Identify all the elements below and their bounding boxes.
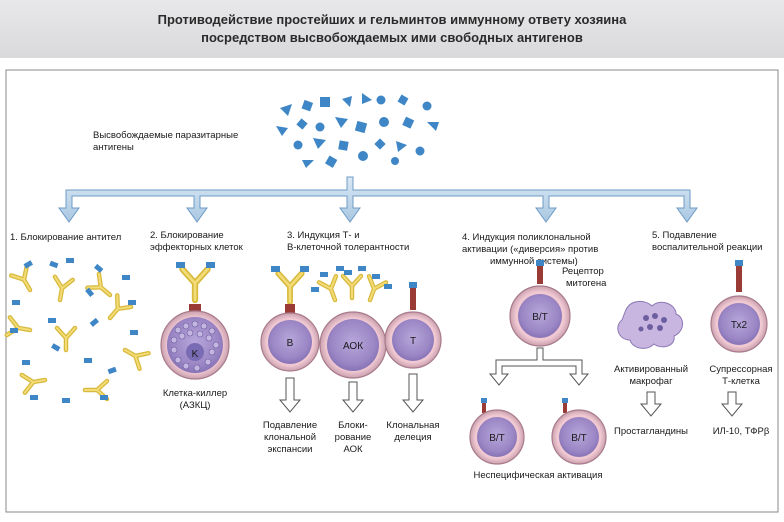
cell-aok-label: АОК bbox=[343, 341, 363, 352]
outcome-b-1: Подавление bbox=[263, 420, 317, 431]
title-line2: посредством высвобождаемых ими свободных… bbox=[201, 30, 583, 45]
mechanism-5-line2: воспалительной реакции bbox=[652, 242, 763, 253]
cell-tx2-label: Тх2 bbox=[731, 320, 748, 331]
antigens-label-line1: Высвобождаемые паразитарные bbox=[93, 130, 238, 141]
killer-cell-letter: K bbox=[192, 349, 199, 360]
antigens-label-line2: антигены bbox=[93, 142, 134, 153]
suppressor-t-cell: Тх2 bbox=[710, 260, 768, 353]
title-line1: Противодействие простейших и гельминтов … bbox=[158, 12, 628, 27]
suppressor-label-1: Супрессорная bbox=[709, 364, 772, 375]
prostaglandins-label: Простагландины bbox=[614, 426, 688, 437]
cell-bt-label: В/Т bbox=[532, 312, 548, 323]
mechanism-3-line2: В-клеточной толерантности bbox=[287, 242, 409, 253]
outcome-b-3: экспансии bbox=[268, 444, 313, 455]
distribution-arrows bbox=[58, 176, 698, 223]
macrophage-label-1: Активированный bbox=[614, 364, 688, 375]
mechanism-3-line1: 3. Индукция Т- и bbox=[287, 230, 360, 241]
mechanism-2-line1: 2. Блокирование bbox=[150, 230, 224, 241]
cell-b-label: В bbox=[287, 338, 294, 349]
suppressor-label-2: Т-клетка bbox=[722, 376, 760, 387]
mechanism-2-line2: эффекторных клеток bbox=[150, 242, 244, 253]
header-band bbox=[0, 0, 784, 58]
outcome-t-1: Клональная bbox=[386, 420, 439, 431]
outcome-aok-2: рование bbox=[335, 432, 372, 443]
cytokines-label: ИЛ-10, ТФРβ bbox=[713, 426, 770, 437]
mechanism-4-line1: 4. Индукция поликлональной bbox=[462, 232, 591, 243]
macrophage-label-2: макрофаг bbox=[629, 376, 673, 387]
cell-bt-left-label: В/Т bbox=[489, 433, 505, 444]
macrophage bbox=[617, 301, 683, 349]
antibody-antigen-complexes bbox=[7, 258, 149, 403]
mechanism-1-line1: 1. Блокирование антител bbox=[10, 232, 121, 243]
receptor-label-2: митогена bbox=[566, 278, 607, 289]
mechanism-5-line1: 5. Подавление bbox=[652, 230, 717, 241]
antigen-cloud bbox=[276, 93, 439, 168]
polyclonal-activation: В/Т В/Т В/Т bbox=[469, 260, 607, 465]
killer-caption-1: Клетка-киллер bbox=[163, 388, 227, 399]
outcome-b-2: клональной bbox=[264, 432, 316, 443]
mechanism-4-line2: активации («диверсия» против bbox=[462, 244, 598, 255]
mechanism-4-line3: иммунной системы) bbox=[490, 256, 578, 267]
arrow-down-icon bbox=[639, 391, 744, 417]
outcome-t-2: делеция bbox=[394, 432, 431, 443]
outcome-aok-1: Блоки- bbox=[338, 420, 368, 431]
nonspecific-activation: Неспецифическая активация bbox=[474, 470, 603, 481]
cell-t-label: Т bbox=[410, 336, 416, 347]
receptor-label-1: Рецептор bbox=[562, 266, 604, 277]
outcome-aok-3: АОК bbox=[343, 444, 363, 455]
cell-bt-right-label: В/Т bbox=[571, 433, 587, 444]
arrow-down-icon bbox=[278, 373, 425, 413]
killer-cell: K bbox=[160, 262, 230, 380]
content-frame bbox=[5, 69, 779, 513]
tolerance-cells: В АОК Т bbox=[260, 266, 442, 379]
killer-caption-2: (АЗКЦ) bbox=[180, 400, 211, 411]
